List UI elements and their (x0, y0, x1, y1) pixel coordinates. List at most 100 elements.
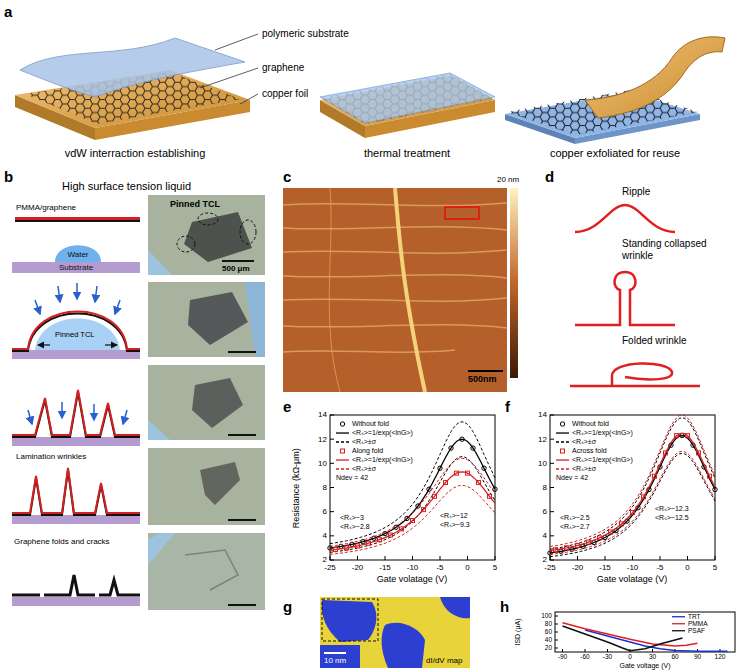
tick-mark (555, 640, 558, 641)
data-marker (554, 548, 558, 552)
tick-mark (555, 624, 558, 625)
axis-tick: 100 (541, 612, 552, 619)
didv-map (440, 597, 470, 618)
map-label: dI/dV map (426, 656, 462, 665)
transfer-step-3 (505, 37, 725, 144)
panel-letter: a (4, 3, 12, 20)
panel-letter: f (505, 398, 510, 415)
data-marker (565, 546, 569, 550)
lamination-schematic (105, 344, 117, 345)
panel-letter: h (500, 598, 509, 615)
lamination-schematic (58, 286, 60, 302)
annotation: <Rₛ>~2.8 (340, 523, 370, 531)
tick-mark (330, 535, 334, 536)
data-curve (330, 458, 495, 546)
afm-image (283, 188, 507, 392)
data-curve (330, 472, 495, 551)
lamination-schematic (123, 410, 127, 424)
panel-letter: b (4, 168, 13, 185)
legend-sample (560, 422, 564, 426)
axis-tick: -5 (656, 563, 663, 572)
optical-photos (148, 282, 265, 357)
lamination-schematic (12, 312, 140, 350)
substrate-band: Substrate (12, 262, 140, 273)
tick-mark (330, 439, 334, 440)
axis-tick: -60 (580, 653, 589, 660)
transfer-step-1 (15, 34, 258, 140)
data-marker (460, 437, 464, 441)
tick-mark (605, 556, 606, 560)
axis-tick: -5 (436, 563, 443, 572)
axis-tick: -25 (544, 563, 556, 572)
axis-tick: 5 (493, 563, 497, 572)
axis-tick: 14 (318, 410, 327, 419)
legend-text: Across fold (572, 447, 607, 455)
axis-tick: 20 (545, 644, 552, 651)
plot-frames (555, 612, 735, 652)
tick-mark (330, 463, 334, 464)
legend-text: <Rₛ>=1/exp(<lnG>) (352, 456, 413, 464)
axis-tick: 6 (323, 507, 327, 516)
didv-map (324, 652, 346, 654)
lamination-schematic (28, 410, 32, 424)
lamination-schematic (95, 286, 97, 302)
data-marker (455, 471, 459, 475)
axis-tick: -15 (599, 563, 611, 572)
data-curve (550, 418, 715, 550)
optical-photos (228, 351, 256, 353)
transfer-step-1 (240, 94, 258, 104)
data-marker (389, 533, 393, 537)
legend-text: <Rₛ>±σ (572, 465, 596, 473)
axis-title: ISD (μA) (514, 619, 522, 646)
legend-sample (336, 432, 349, 433)
optical-photos (228, 604, 256, 606)
tick-mark (330, 487, 334, 488)
data-curve (563, 623, 698, 646)
data-curve (330, 439, 495, 548)
afm-image (329, 188, 340, 392)
legend-text: TRT (688, 613, 701, 620)
axis-title: Resistance (kΩ-μm) (291, 448, 301, 528)
part-label: polymeric substrate (262, 28, 349, 40)
stage-label: Lamination wrinkles (16, 452, 86, 461)
optical-photos (177, 236, 195, 252)
lamination-schematic (35, 300, 40, 314)
data-curve (563, 626, 683, 651)
legend-text: Along fold (352, 447, 383, 455)
didv-map (322, 600, 377, 642)
data-curve (550, 451, 715, 554)
optical-photos (240, 220, 256, 244)
tick-mark (555, 648, 558, 649)
panel-heading: High surface tension liquid (62, 180, 191, 193)
optical-photos (148, 250, 172, 275)
data-marker (433, 494, 437, 498)
tick-mark (715, 556, 716, 560)
data-marker (400, 527, 404, 531)
axis-tick: 0 (685, 563, 689, 572)
afm-image (395, 188, 425, 392)
optical-photos (228, 519, 256, 521)
tick-mark (550, 535, 554, 536)
optical-photos (228, 434, 256, 436)
axis-tick: 60 (671, 653, 678, 660)
data-curve (330, 422, 495, 544)
tick-mark (357, 556, 358, 560)
lamination-schematic (115, 300, 120, 314)
scale-label: 500nm (468, 374, 497, 384)
optical-photos (200, 462, 240, 505)
axis-tick: 40 (545, 636, 552, 643)
axis-tick: 90 (694, 653, 701, 660)
afm-image (283, 275, 507, 278)
plot-frames (550, 415, 715, 560)
lamination-schematic (12, 217, 140, 606)
axis-title: Gate volatage (V) (377, 574, 448, 584)
tick-mark (495, 556, 496, 560)
wrinkle-shapes (575, 272, 675, 325)
optical-photos (148, 365, 265, 440)
legend-sample (556, 432, 569, 433)
colorbar-label: 20 nm (497, 175, 519, 184)
wrinkle-shapes (570, 205, 700, 386)
axis-tick: 14 (538, 410, 547, 419)
tick-mark (440, 556, 441, 560)
callout-label: Pinned TCL (55, 331, 94, 340)
